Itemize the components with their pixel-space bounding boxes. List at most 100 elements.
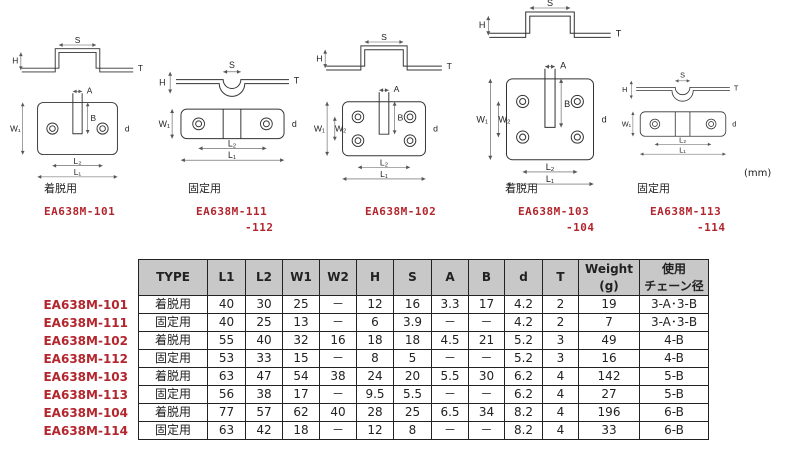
table-cell: 3.9 (393, 313, 432, 332)
figure-caption: 固定用 (637, 182, 670, 195)
chain-slot (378, 92, 390, 135)
table-cell: 34 (468, 403, 505, 422)
figure-code: EA638M-113 (650, 205, 722, 218)
dimension-label: L₂ (74, 156, 82, 166)
table-cell: 49 (578, 331, 640, 350)
row-code: EA638M-103 (43, 370, 128, 384)
figure-code: -104 (566, 221, 595, 234)
column-header: TYPE (138, 259, 208, 296)
dimension-label: H (479, 20, 486, 30)
table-cell: 6.5 (431, 403, 469, 422)
table-cell: 固定用 (138, 313, 208, 332)
row-code: EA638M-101 (43, 298, 128, 312)
table-cell: 15 (282, 349, 320, 368)
table-cell: － (319, 421, 357, 440)
table-cell: 53 (207, 349, 246, 368)
plate-outline (342, 101, 426, 157)
plate-outline (505, 78, 595, 161)
table-cell: 2 (542, 313, 579, 332)
dimension-label: S (680, 71, 685, 80)
side-profile (636, 90, 730, 102)
table-cell: 18 (356, 331, 394, 350)
table-cell: 3 (542, 331, 579, 350)
table-cell: 4 (542, 367, 579, 386)
table-cell: 40 (319, 403, 357, 422)
table-cell: 8.2 (504, 403, 543, 422)
column-header: T (542, 259, 579, 296)
table-cell: 8 (393, 421, 432, 440)
table-cell: 3.3 (431, 295, 469, 314)
table-cell: 17 (468, 295, 505, 314)
dimension-label: d (292, 119, 297, 129)
column-header: d (504, 259, 543, 296)
bolt-hole-inner (262, 120, 270, 128)
bolt-hole-inner (573, 133, 581, 141)
dimension-label: A (87, 85, 93, 95)
dimension-label: T (616, 28, 622, 38)
unit-label: (mm) (744, 168, 772, 179)
side-profile (489, 15, 611, 34)
table-cell: 5.2 (504, 349, 543, 368)
bolt-hole-inner (49, 125, 56, 132)
table-cell: 142 (578, 367, 640, 386)
table-cell: 62 (282, 403, 320, 422)
dimension-label: L₂ (546, 162, 555, 172)
table-cell: － (431, 421, 469, 440)
table-cell: 4-B (639, 331, 709, 350)
dimension-label: L₂ (380, 157, 388, 167)
figure-code: EA638M-102 (365, 205, 437, 218)
dimension-label: L₂ (679, 136, 686, 145)
table-cell: 4.5 (431, 331, 469, 350)
dimension-label: B (90, 113, 96, 123)
bolt-hole-inner (708, 121, 714, 127)
bolt-hole (96, 122, 109, 135)
table-cell: 固定用 (138, 385, 208, 404)
bolt-hole (46, 122, 59, 135)
dimension-label: A (394, 84, 400, 94)
dimension-label: W₁ (476, 114, 488, 124)
bolt-hole-inner (652, 121, 658, 127)
bolt-hole (403, 134, 417, 147)
table-cell: 7 (578, 313, 640, 332)
bolt-hole (351, 110, 365, 124)
table-cell: 6.2 (504, 385, 543, 404)
dimension-label: L₁ (380, 169, 388, 179)
table-cell: 固定用 (138, 349, 208, 368)
table-cell: 8 (356, 349, 394, 368)
dimension-label: L₁ (546, 174, 554, 184)
table-cell: － (468, 349, 505, 368)
bolt-hole-inner (406, 113, 414, 121)
table-cell: 56 (207, 385, 246, 404)
column-header: Weight (g) (578, 259, 640, 296)
table-cell: 9.5 (356, 385, 394, 404)
side-profile (176, 79, 289, 89)
column-header: A (431, 259, 469, 296)
table-cell: 55 (207, 331, 246, 350)
plate-outline (639, 111, 727, 137)
bolt-hole-inner (519, 97, 527, 106)
dimension-label: d (433, 124, 438, 134)
figure-caption: 着脱用 (505, 182, 538, 195)
chain-slot (544, 68, 556, 128)
table-cell: 固定用 (138, 421, 208, 440)
dimension-label: S (229, 60, 235, 70)
table-cell: 6-B (639, 421, 709, 440)
dimension-label: S (381, 32, 387, 42)
row-code: EA638M-114 (43, 424, 128, 438)
arrow-icon (323, 49, 328, 69)
table-cell: 25 (393, 403, 432, 422)
table-cell: 4 (542, 385, 579, 404)
table-cell: 着脱用 (138, 367, 208, 386)
dimension-label: H (159, 78, 165, 88)
plate-outline (180, 108, 285, 140)
table-cell: － (468, 421, 505, 440)
arrow-icon (392, 101, 397, 135)
bolt-hole (403, 110, 417, 124)
table-cell: 27 (578, 385, 640, 404)
arrow-icon (496, 101, 501, 138)
